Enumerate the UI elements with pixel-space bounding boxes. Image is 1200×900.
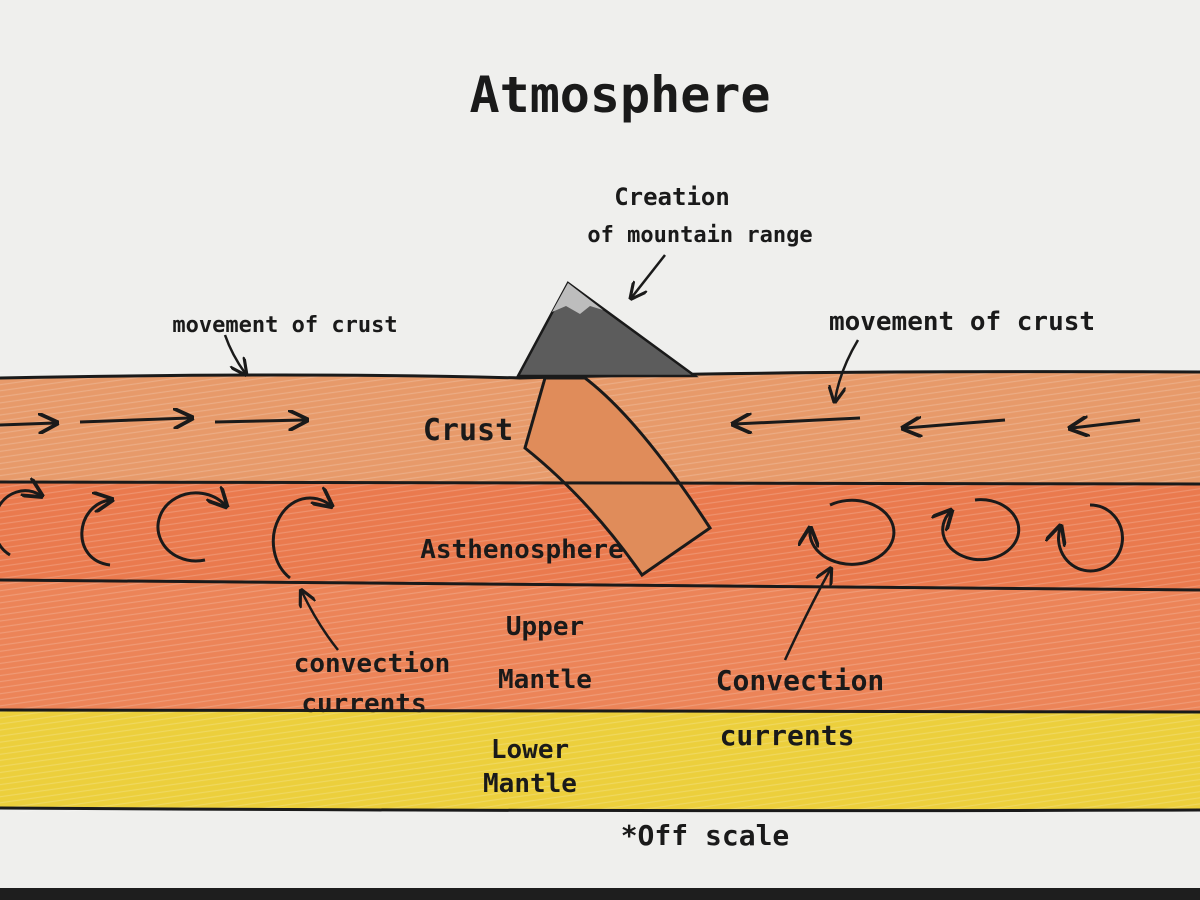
convection-loops-right [810, 498, 1124, 573]
arrow-left-3 [1072, 420, 1141, 428]
crust-movement-arrows-right [735, 418, 1141, 428]
loop-1 [0, 491, 40, 557]
loop-4 [271, 498, 330, 580]
loop-7 [1058, 503, 1124, 573]
crust-label: Crust [423, 413, 513, 448]
earth-layers [0, 370, 1200, 813]
arrow-right-1 [0, 423, 55, 425]
convection-left-line1: convection [294, 649, 451, 679]
upper-mantle-label-line2: Mantle [498, 665, 592, 695]
movement-label-right: movement of crust [829, 307, 1095, 337]
pointer-convection-left [302, 592, 339, 651]
scale-note: *Off scale [621, 819, 790, 852]
crust-movement-arrows-left [0, 418, 305, 425]
pointer-movement-left [223, 334, 245, 373]
convection-right-line2: currents [720, 719, 855, 752]
lower-mantle-bottom-line [0, 806, 1200, 813]
arrow-right-3 [214, 420, 305, 422]
crust-top-line [0, 370, 1200, 380]
arrow-left-1 [735, 418, 861, 424]
crust-bottom-line [0, 480, 1200, 486]
convection-left-line2: currents [301, 689, 426, 719]
upper-mantle-bottom-line [0, 708, 1200, 714]
movement-label-left: movement of crust [172, 313, 397, 338]
pointer-arrows [223, 254, 860, 661]
mountain-label-line2: of mountain range [587, 223, 812, 248]
mountain-snow [552, 283, 603, 314]
title: Atmosphere [469, 66, 770, 124]
loop-3 [156, 493, 225, 563]
convection-loops-left [0, 491, 330, 580]
subducting-slab [523, 376, 713, 578]
asthenosphere-bottom-line [0, 578, 1200, 592]
arrow-right-2 [79, 418, 190, 422]
lower-mantle-label-line1: Lower [491, 735, 569, 765]
lower-mantle-label-line2: Mantle [483, 769, 577, 799]
pointer-mountain [632, 254, 666, 297]
mountain-label-line1: Creation [614, 183, 730, 211]
asthenosphere-label: Asthenosphere [420, 535, 624, 565]
loop-2 [80, 500, 110, 567]
pointer-convection-right [783, 570, 830, 661]
upper-mantle-label-line1: Upper [506, 612, 584, 642]
arrow-left-2 [905, 420, 1006, 428]
pointer-movement-right [835, 339, 860, 400]
loop-5 [810, 498, 896, 566]
convection-right-line1: Convection [716, 664, 885, 697]
table-edge [0, 888, 1200, 900]
loop-6 [943, 498, 1021, 562]
